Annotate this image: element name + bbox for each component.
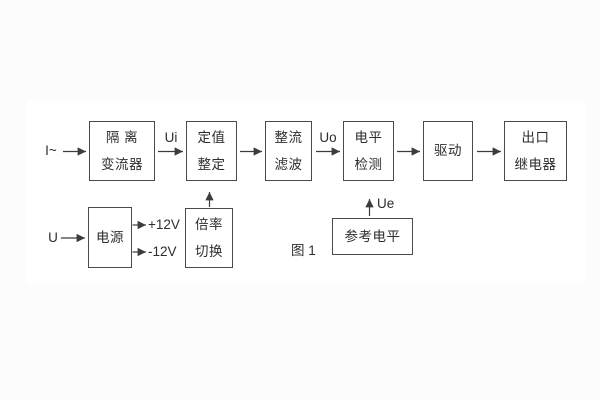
block-text: 检测 — [354, 156, 383, 172]
block-drive: 驱动 — [423, 121, 473, 181]
block-reference-level: 参考电平 — [332, 218, 413, 255]
block-text: 隔 离 — [105, 130, 139, 145]
block-text: 变流器 — [101, 156, 143, 172]
block-rectifier-filter: 整流 滤波 — [265, 121, 312, 181]
block-text: 出口 — [521, 130, 550, 145]
block-text: 电平 — [354, 130, 383, 145]
ue-signal-label: Ue — [377, 196, 395, 211]
minus12v-label: -12V — [148, 244, 177, 259]
block-isolation-transformer: 隔 离 变流器 — [89, 121, 155, 181]
input-current-label: I~ — [45, 143, 57, 158]
block-text: 整定 — [197, 156, 226, 172]
block-level-detection: 电平 检测 — [343, 121, 394, 181]
uo-signal-label: Uo — [319, 130, 337, 145]
block-text: 定值 — [197, 130, 226, 145]
block-text: 倍率 — [195, 217, 223, 232]
block-text: 驱动 — [434, 143, 462, 159]
figure-caption: 图 1 — [291, 243, 316, 258]
block-text: 滤波 — [274, 156, 303, 172]
plus12v-label: +12V — [148, 217, 180, 232]
ui-signal-label: Ui — [164, 130, 178, 145]
block-value-setting: 定值 整定 — [186, 121, 237, 181]
block-text: 电源 — [96, 229, 124, 245]
block-ratio-switch: 倍率 切换 — [185, 208, 233, 268]
block-power-supply: 电源 — [88, 207, 132, 268]
input-voltage-label: U — [48, 230, 58, 245]
block-text: 整流 — [274, 130, 303, 145]
block-text: 继电器 — [514, 156, 557, 172]
block-output-relay: 出口 继电器 — [504, 121, 567, 181]
block-text: 切换 — [195, 243, 223, 259]
block-text: 参考电平 — [344, 228, 401, 244]
